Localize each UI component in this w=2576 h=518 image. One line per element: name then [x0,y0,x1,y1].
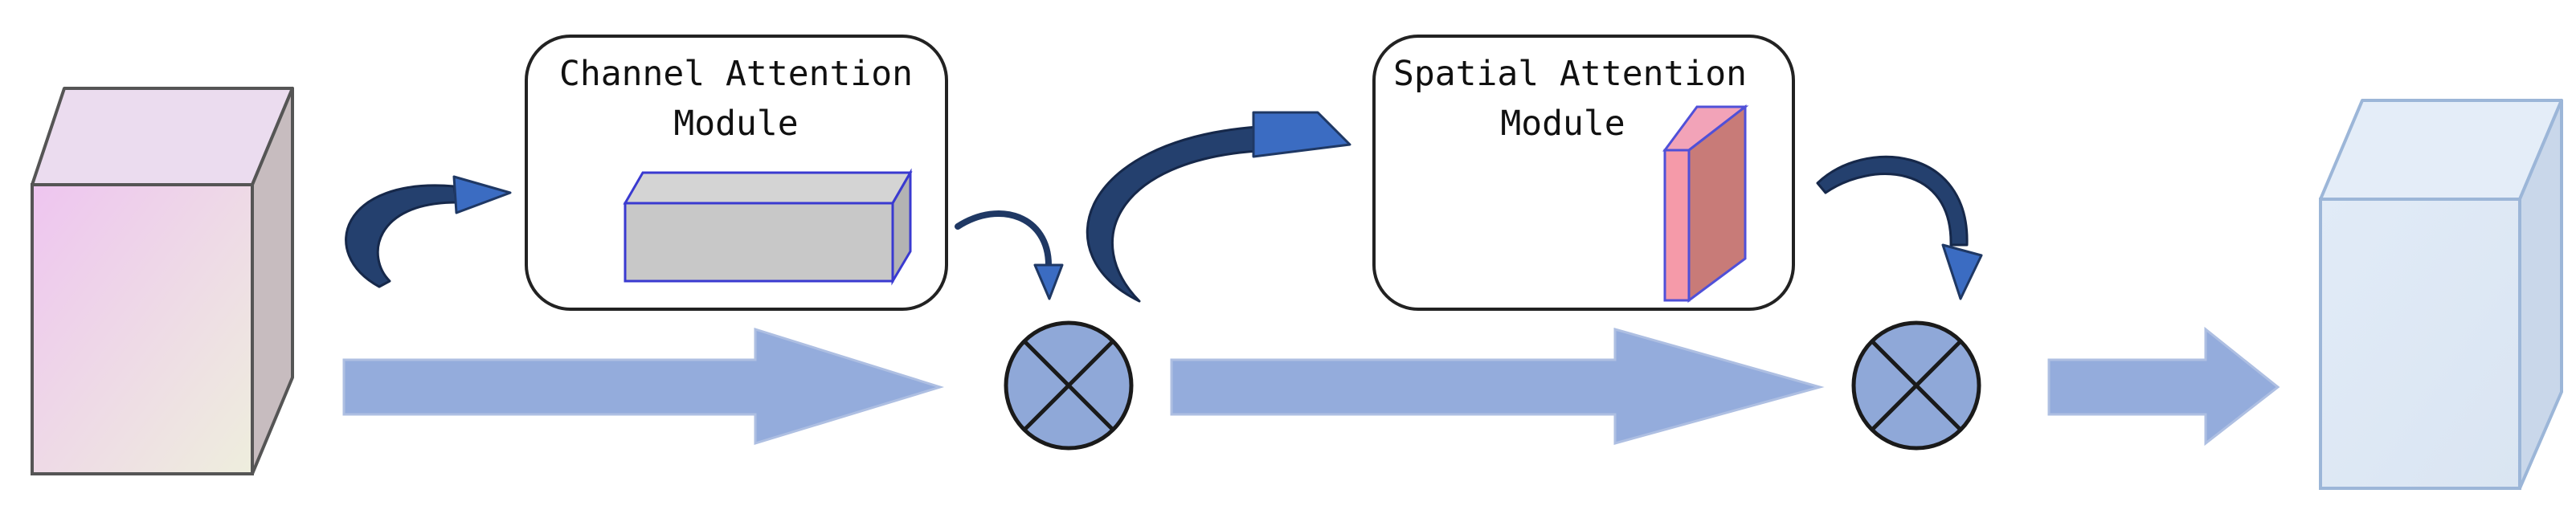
channel-attention-label-line2: Module [673,104,798,144]
spatial-attention-feature-slab [1662,104,1749,303]
curved-arrow-channel-to-multiply [955,210,1064,300]
spatial-attention-label-line1: Spatial Attention [1393,54,1747,94]
curved-arrow-spatial-to-multiply [1816,155,1983,300]
multiply-operator-2 [1851,320,1981,451]
flow-arrow-3 [2047,326,2280,447]
curved-arrow-multiply-to-spatial [1086,111,1351,303]
spatial-attention-label-line2: Module [1500,104,1625,144]
multiply-operator-1 [1004,320,1134,451]
input-feature-block [31,87,294,475]
channel-attention-feature-prism [623,168,913,286]
curved-arrow-input-to-channel [345,175,512,288]
flow-arrow-2 [1170,328,1825,445]
channel-attention-module: Channel Attention Module [525,35,948,311]
channel-attention-label-line1: Channel Attention [559,54,913,94]
output-feature-block [2319,99,2563,490]
spatial-attention-module: Spatial Attention Module [1372,35,1795,311]
flow-arrow-1 [342,327,945,446]
